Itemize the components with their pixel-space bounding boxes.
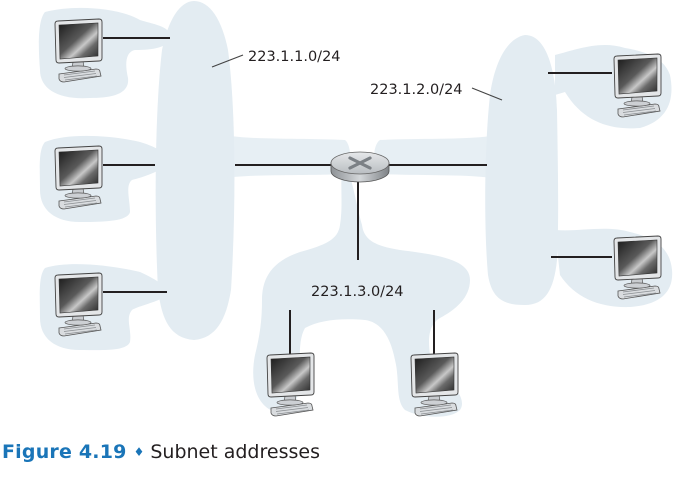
leader-line-right (471, 87, 503, 101)
leader-line-left (211, 54, 244, 68)
subnet-label-right: 223.1.2.0/24 (370, 82, 463, 98)
subnet-label-left: 223.1.1.0/24 (248, 49, 341, 65)
subnet-label-bottom: 223.1.3.0/24 (311, 284, 404, 300)
figure-title: Subnet addresses (150, 441, 320, 463)
figure-caption: Figure 4.19 ♦ Subnet addresses (2, 441, 320, 463)
router-icon[interactable] (330, 151, 390, 183)
figure-number: Figure 4.19 (2, 441, 127, 463)
wires (103, 37, 612, 356)
diamond-separator-icon: ♦ (133, 445, 145, 459)
subnet-diagram: 223.1.1.0/24 223.1.2.0/24 223.1.3.0/24 (38, 1, 673, 417)
subnet-bottom-region (253, 165, 470, 417)
